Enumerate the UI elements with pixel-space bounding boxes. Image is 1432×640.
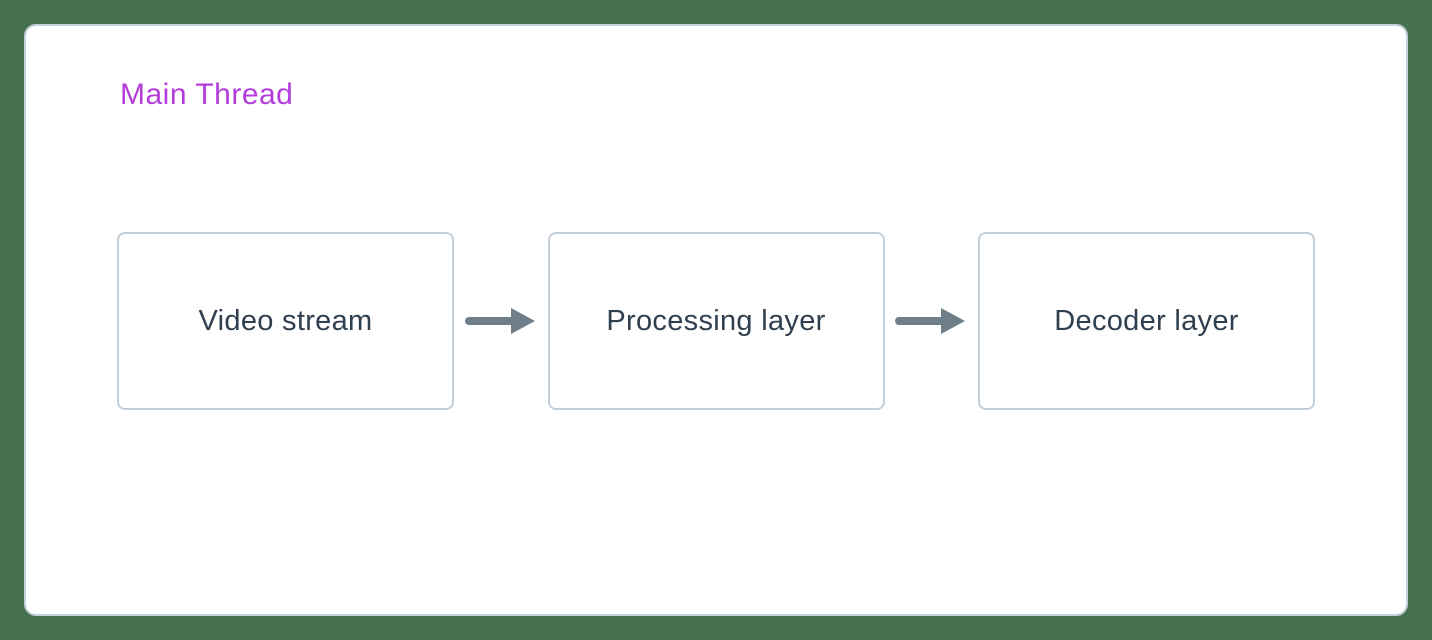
- node-video-stream: Video stream: [117, 232, 454, 410]
- node-video-stream-label: Video stream: [198, 304, 373, 337]
- diagram-card: Main Thread Video stream Processing laye…: [24, 24, 1408, 616]
- node-processing-layer-label: Processing layer: [606, 304, 826, 337]
- arrow-right-icon: [464, 308, 535, 334]
- arrow-right-icon: [895, 308, 966, 334]
- node-decoder-layer: Decoder layer: [978, 232, 1315, 410]
- node-decoder-layer-label: Decoder layer: [1054, 304, 1239, 337]
- edge-processing-to-decoder: [885, 305, 979, 337]
- edge-video-to-processing: [454, 305, 548, 337]
- node-processing-layer: Processing layer: [547, 232, 885, 410]
- diagram-title: Main Thread: [120, 78, 294, 111]
- flow-row: Video stream Processing layer Decoder la…: [117, 232, 1315, 410]
